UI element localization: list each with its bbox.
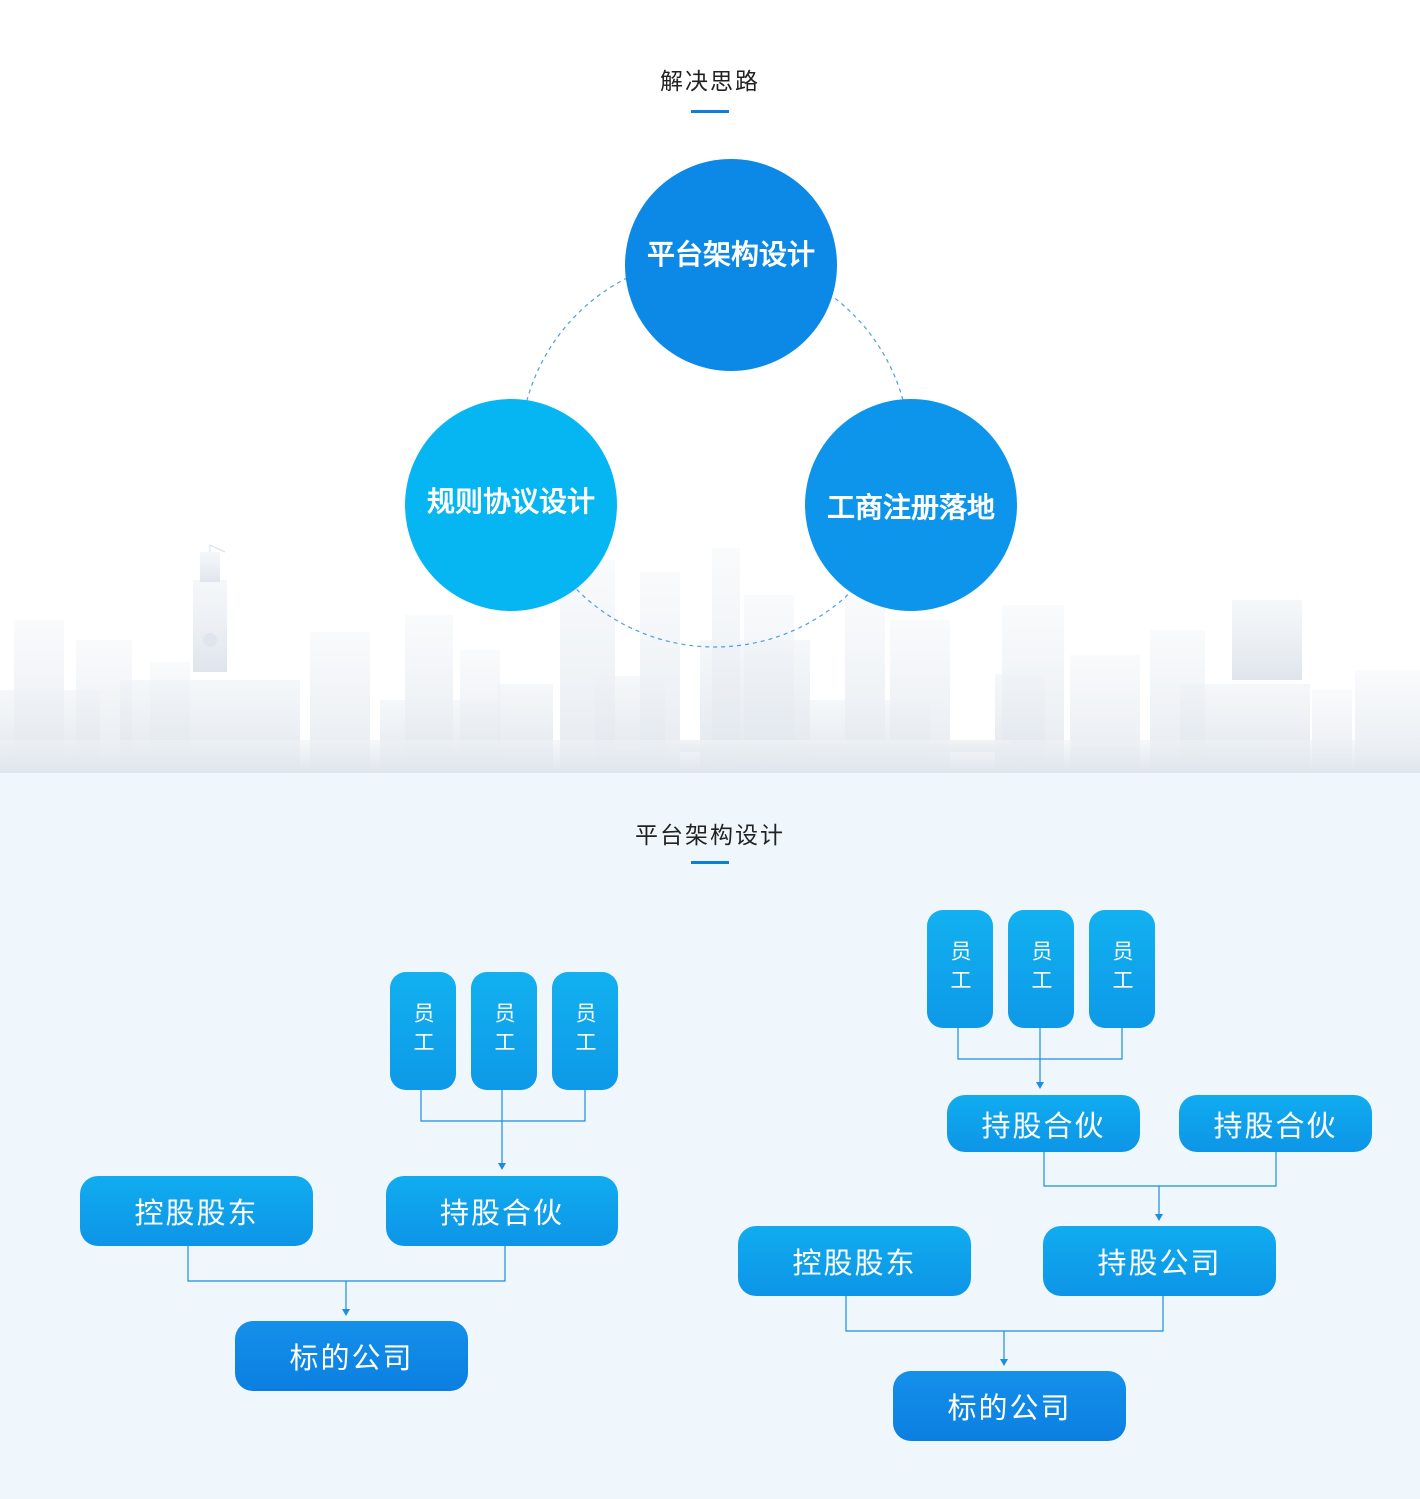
- employee-box: 员工: [1008, 910, 1074, 1028]
- employee-box: 员工: [552, 972, 618, 1090]
- solution-section: 解决思路 平台架构设计 规则协议设计 工商注册落地: [0, 69, 1420, 773]
- city-skyline-illustration: [0, 544, 1420, 773]
- controlling-shareholder-box: 控股股东: [738, 1226, 971, 1296]
- target-company-box: 标的公司: [893, 1371, 1126, 1441]
- employee-box: 员工: [471, 972, 537, 1090]
- employee-box: 员工: [390, 972, 456, 1090]
- holding-partnership-box-2: 持股合伙: [1179, 1095, 1372, 1152]
- controlling-shareholder-box: 控股股东: [80, 1176, 313, 1246]
- section-title-solution: 解决思路: [660, 69, 760, 95]
- circle-label: 平台架构设计: [646, 238, 815, 271]
- employee-box: 员工: [927, 910, 993, 1028]
- circle-business-registration: 工商注册落地: [805, 399, 1017, 611]
- section-title-architecture: 平台架构设计: [635, 823, 785, 849]
- circle-rule-agreement: 规则协议设计: [405, 399, 617, 611]
- title-underline: [691, 861, 729, 864]
- circle-label: 规则协议设计: [426, 485, 595, 518]
- holding-partnership-box-1: 持股合伙: [947, 1095, 1140, 1152]
- circle-label: 工商注册落地: [826, 491, 995, 524]
- employee-box: 员工: [1089, 910, 1155, 1028]
- title-underline: [691, 110, 729, 113]
- target-company-box: 标的公司: [235, 1321, 468, 1391]
- holding-partnership-box: 持股合伙: [386, 1176, 618, 1246]
- holding-company-box: 持股公司: [1043, 1226, 1276, 1296]
- circle-platform-architecture: 平台架构设计: [625, 159, 837, 371]
